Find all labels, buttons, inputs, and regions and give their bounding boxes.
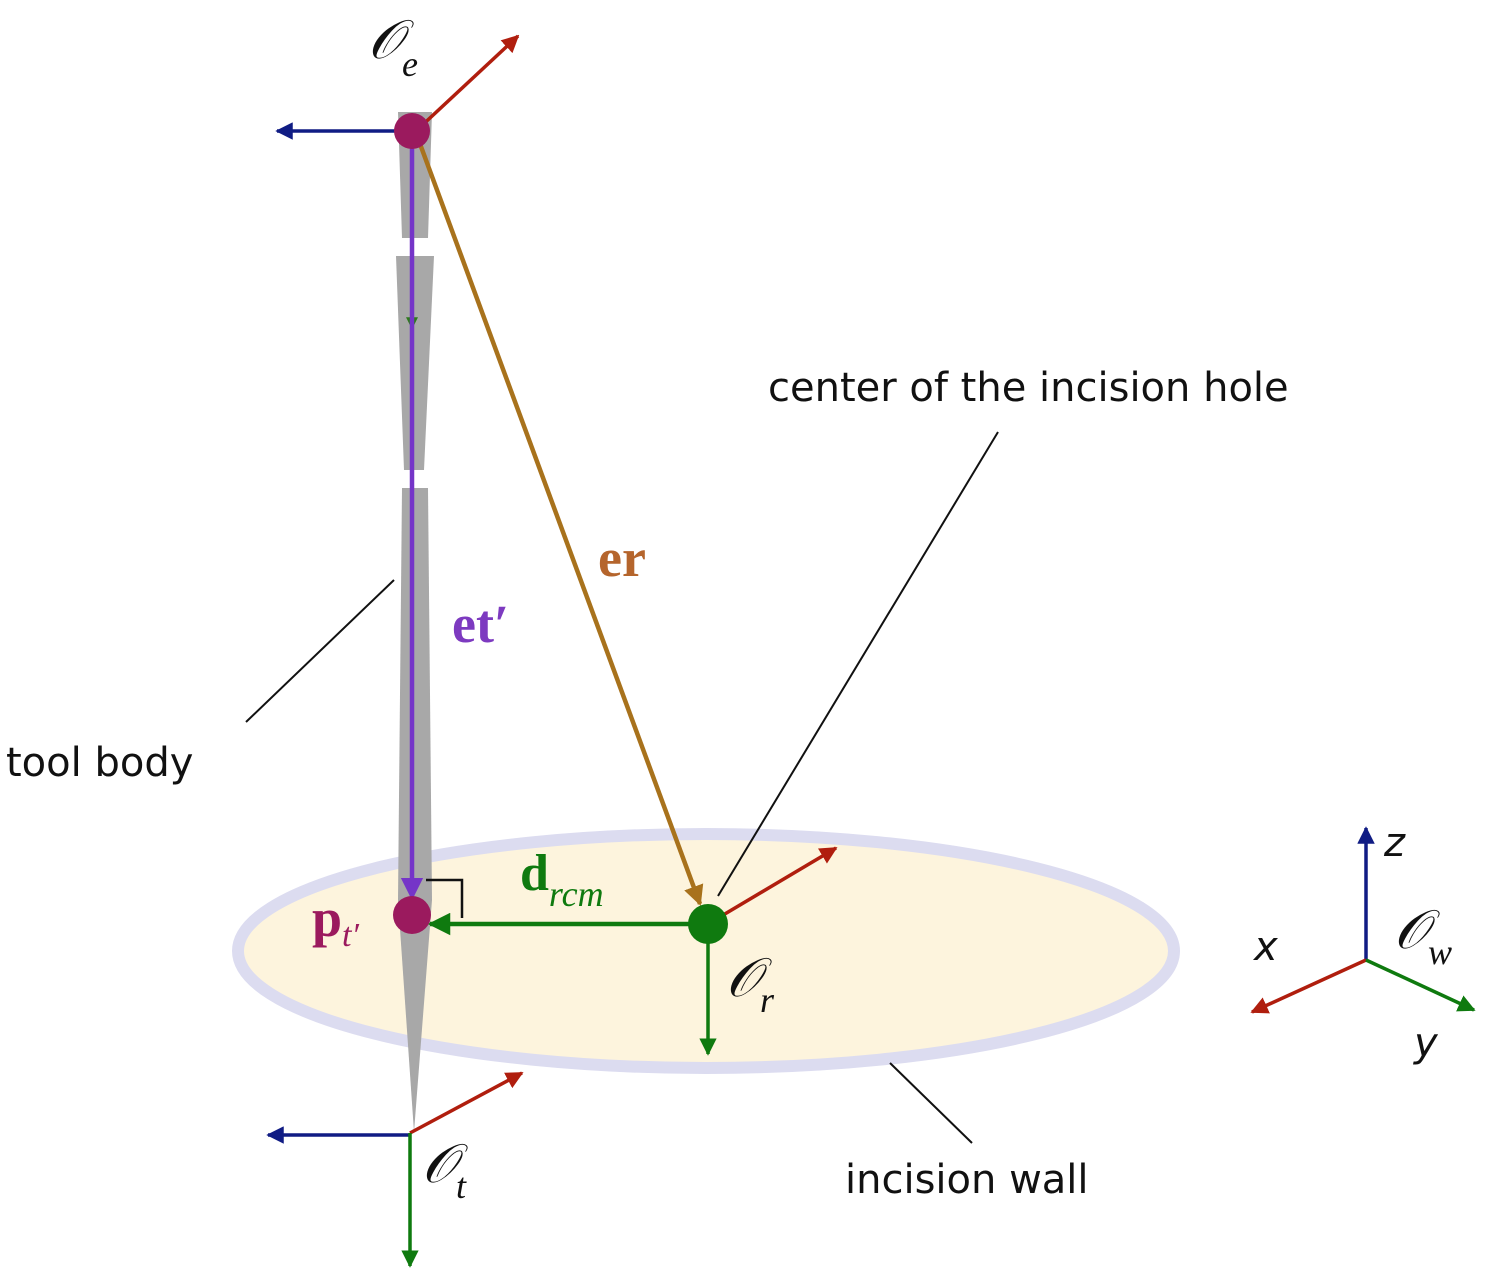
frame-t-x-axis bbox=[409, 1071, 524, 1135]
d-rcm-vector-label: drcm bbox=[520, 845, 604, 914]
incision-wall-leader bbox=[889, 1062, 973, 1144]
world-y-label: y bbox=[1413, 1020, 1439, 1066]
tool-body-shape bbox=[396, 112, 434, 1132]
er-vector-label: er bbox=[598, 528, 646, 588]
et-prime-vector-label: et′ bbox=[452, 594, 509, 654]
incision-wall-ellipse bbox=[232, 828, 1180, 1074]
world-y-axis bbox=[1365, 958, 1476, 1012]
frame-r-x-axis bbox=[707, 846, 838, 926]
right-angle-marker bbox=[426, 878, 464, 918]
frame-e-x-axis bbox=[414, 34, 520, 133]
tool-body-leader bbox=[245, 579, 395, 723]
incision-wall-annotation: incision wall bbox=[845, 1157, 1089, 1203]
frame-e-label: 𝒪e bbox=[368, 10, 418, 84]
er-vector-arrow bbox=[413, 132, 704, 906]
frame-e-origin-point bbox=[394, 113, 430, 149]
world-x-label: x bbox=[1252, 924, 1278, 970]
center-hole-annotation: center of the incision hole bbox=[768, 365, 1289, 411]
point-p-label: pt′ bbox=[312, 888, 359, 954]
frame-w-label: 𝒪w bbox=[1394, 900, 1452, 972]
tool-body-annotation: tool body bbox=[6, 740, 193, 786]
world-x-axis bbox=[1250, 958, 1367, 1014]
frame-t-label: 𝒪t bbox=[422, 1134, 468, 1206]
point-p-t-prime bbox=[393, 896, 431, 934]
center-hole-leader bbox=[717, 431, 999, 897]
frame-r-origin-point bbox=[688, 904, 728, 944]
world-z-label: z bbox=[1383, 820, 1406, 866]
